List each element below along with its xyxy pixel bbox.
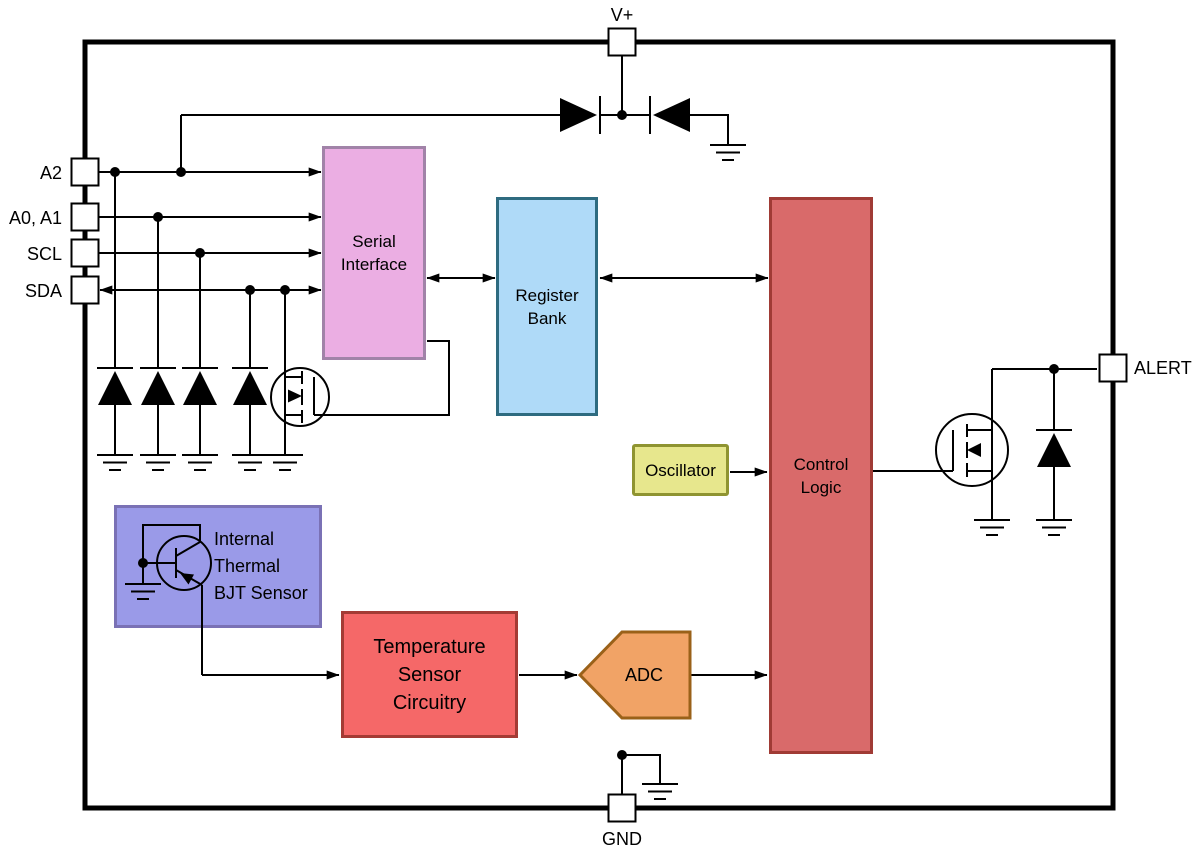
pin-sda — [70, 275, 100, 305]
pin-alert — [1098, 353, 1128, 383]
oscillator-block: Oscillator — [632, 444, 729, 496]
control-logic-block: Control Logic — [769, 197, 873, 754]
thermal-bjt-sensor-label: Internal Thermal BJT Sensor — [214, 529, 308, 603]
clamp-diode-icon — [139, 367, 177, 406]
sda-pin-label: SDA — [24, 281, 62, 301]
serial-interface-block: Serial Interface — [322, 146, 426, 360]
ground-icon — [139, 454, 177, 471]
control-logic-label: Control Logic — [793, 454, 849, 497]
register-bank-label: Register Bank — [515, 285, 579, 328]
temperature-sensor-circuitry-block: Temperature Sensor Circuitry — [341, 611, 518, 738]
oscillator-label: Oscillator — [645, 460, 716, 480]
ground-icon — [1035, 519, 1073, 536]
serial-input-wires — [98, 167, 322, 295]
esd-diode-right-icon — [649, 96, 690, 134]
pin-vplus — [607, 27, 637, 57]
gnd-pin-label: GND — [602, 829, 642, 849]
ground-icon — [973, 519, 1011, 536]
alert-output-mosfet-icon — [873, 369, 1011, 536]
pin-a0-a1 — [70, 202, 100, 232]
temperature-sensor-circuitry-label: Temperature Sensor Circuitry — [373, 635, 486, 714]
pin-gnd — [607, 793, 637, 823]
register-bank-block: Register Bank — [496, 197, 598, 416]
adc-label: ADC — [624, 664, 663, 685]
alert-net — [992, 368, 1097, 536]
clamp-diode-icon — [231, 367, 269, 406]
pin-a2 — [70, 157, 100, 187]
esd-diode-left-icon — [560, 96, 601, 134]
a0-a1-pin-label: A0, A1 — [8, 208, 62, 228]
ground-icon — [96, 454, 134, 471]
a2-pin-label: A2 — [39, 163, 62, 183]
ground-icon — [266, 454, 304, 471]
alert-clamp-diode-icon — [1035, 429, 1073, 468]
thermal-bjt-sensor-block: Internal Thermal BJT Sensor — [114, 505, 322, 628]
clamp-diode-icon — [181, 367, 219, 406]
ground-icon — [231, 454, 269, 471]
vplus-pin-label: V+ — [610, 5, 634, 25]
gnd-net — [621, 754, 679, 800]
alert-pin-label: ALERT — [1134, 358, 1192, 378]
ground-icon — [641, 783, 679, 800]
clamp-diode-icon — [96, 367, 134, 406]
vplus-esd-net — [180, 55, 747, 172]
ground-icon — [709, 144, 747, 161]
scl-pin-label: SCL — [26, 244, 62, 264]
ground-icon — [181, 454, 219, 471]
package-pins — [70, 27, 1128, 823]
chip-boundary — [82, 39, 1116, 811]
serial-interface-label: Serial Interface — [340, 232, 408, 274]
pin-clamp-diodes — [96, 172, 304, 471]
pin-scl — [70, 238, 100, 268]
